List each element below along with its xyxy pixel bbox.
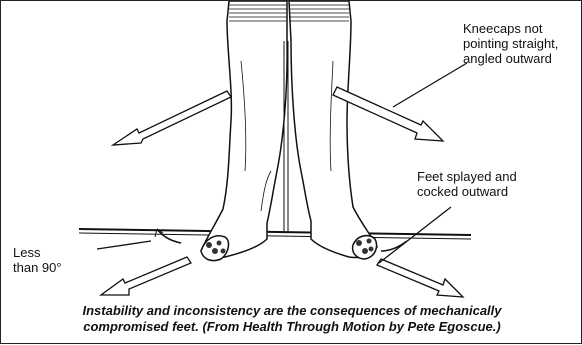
kneecaps-line-1: Kneecaps not	[463, 21, 558, 36]
left-foot	[201, 236, 228, 261]
feet-annotation: Feet splayed and cocked outward	[417, 169, 517, 199]
angle-leader	[97, 241, 151, 249]
angle-line-1: Less	[13, 245, 62, 260]
right-foot-arrow	[377, 259, 463, 297]
feet-line-1: Feet splayed and	[417, 169, 517, 184]
caption-line-1: Instability and inconsistency are the co…	[1, 303, 582, 319]
left-knee-arrow	[113, 91, 231, 145]
kneecaps-leader	[393, 63, 467, 107]
angle-line-2: than 90°	[13, 260, 62, 275]
kneecaps-line-2: pointing straight,	[463, 36, 558, 51]
right-knee-arrow	[333, 87, 443, 141]
right-angle-arc	[381, 241, 407, 251]
right-foot	[353, 236, 377, 259]
angle-annotation: Less than 90°	[13, 245, 62, 275]
left-leg	[201, 1, 287, 258]
feet-line-2: cocked outward	[417, 184, 517, 199]
right-leg	[289, 1, 377, 258]
caption-line-2: compromised feet. (From Health Through M…	[1, 319, 582, 335]
kneecaps-line-3: angled outward	[463, 51, 558, 66]
figure-caption: Instability and inconsistency are the co…	[1, 303, 582, 335]
kneecaps-annotation: Kneecaps not pointing straight, angled o…	[463, 21, 558, 66]
left-foot-arrow	[101, 257, 191, 295]
